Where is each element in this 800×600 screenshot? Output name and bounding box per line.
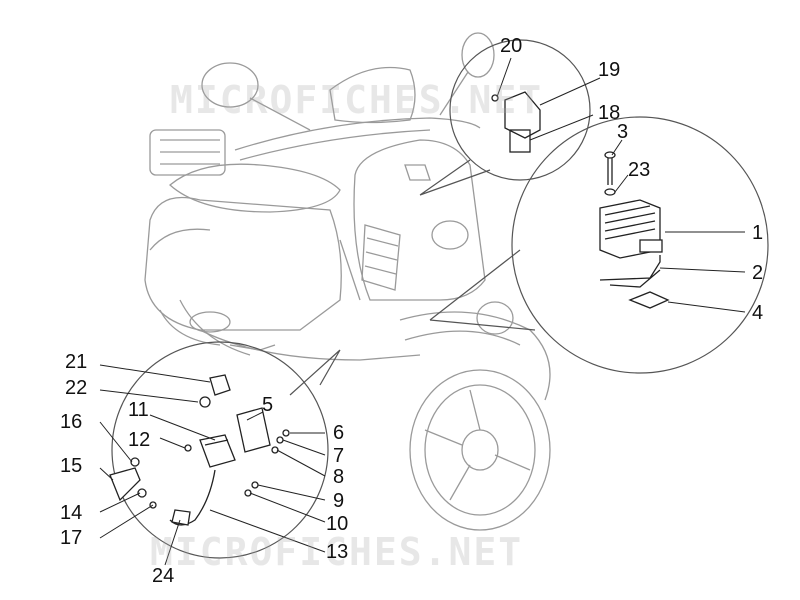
relay-detail-circle — [449, 39, 591, 181]
callout-12: 12 — [128, 429, 151, 451]
voltage-regulator-detail-circle — [511, 116, 769, 374]
callout-5: 5 — [262, 394, 274, 416]
screw — [184, 444, 192, 452]
clip — [209, 374, 231, 396]
grommet — [199, 396, 211, 408]
washer-7 — [276, 436, 284, 444]
cable-harness — [169, 469, 216, 526]
ecu-detail-circle — [111, 341, 329, 559]
bolt — [604, 151, 616, 185]
callout-19: 19 — [598, 59, 621, 81]
callout-23: 23 — [628, 159, 651, 181]
callout-15: 15 — [60, 455, 83, 477]
cable-tie — [171, 509, 191, 526]
connector-plug — [130, 457, 140, 467]
watermark-bottom: MICROFICHES.NET — [150, 530, 524, 574]
leader-lines — [99, 57, 746, 566]
callout-24: 24 — [152, 565, 175, 587]
relay-nut — [491, 94, 499, 102]
callout-8: 8 — [333, 466, 345, 488]
connector-elbow — [109, 467, 141, 502]
callout-22: 22 — [65, 377, 88, 399]
callout-2: 2 — [752, 262, 764, 284]
washer — [604, 188, 616, 196]
callout-11: 11 — [128, 399, 149, 421]
ecu-support — [236, 407, 271, 453]
callout-17: 17 — [60, 527, 83, 549]
voltage-regulator — [599, 199, 663, 259]
callout-1: 1 — [752, 222, 764, 244]
callout-20: 20 — [500, 35, 523, 57]
scooter-outline — [144, 32, 551, 531]
ecu-unit — [199, 434, 236, 468]
callout-6: 6 — [333, 422, 345, 444]
callout-10: 10 — [326, 513, 349, 535]
relay — [509, 129, 531, 153]
callout-3: 3 — [617, 121, 629, 143]
washer-6 — [282, 429, 290, 437]
callout-9: 9 — [333, 490, 345, 512]
regulator-bracket — [599, 255, 661, 288]
washer-9 — [251, 481, 259, 489]
relay-bracket — [504, 91, 541, 139]
callout-14: 14 — [60, 502, 83, 524]
callout-18: 18 — [598, 102, 621, 124]
parts — [109, 91, 670, 526]
plate — [628, 291, 670, 309]
detail-circles — [111, 39, 769, 559]
callout-13: 13 — [326, 541, 349, 563]
callout-21: 21 — [65, 351, 88, 373]
callout-7: 7 — [333, 445, 345, 467]
connector-seal — [137, 488, 147, 498]
callout-4: 4 — [752, 302, 764, 324]
callout-16: 16 — [60, 411, 83, 433]
watermark-top: MICROFICHES.NET — [170, 78, 544, 122]
